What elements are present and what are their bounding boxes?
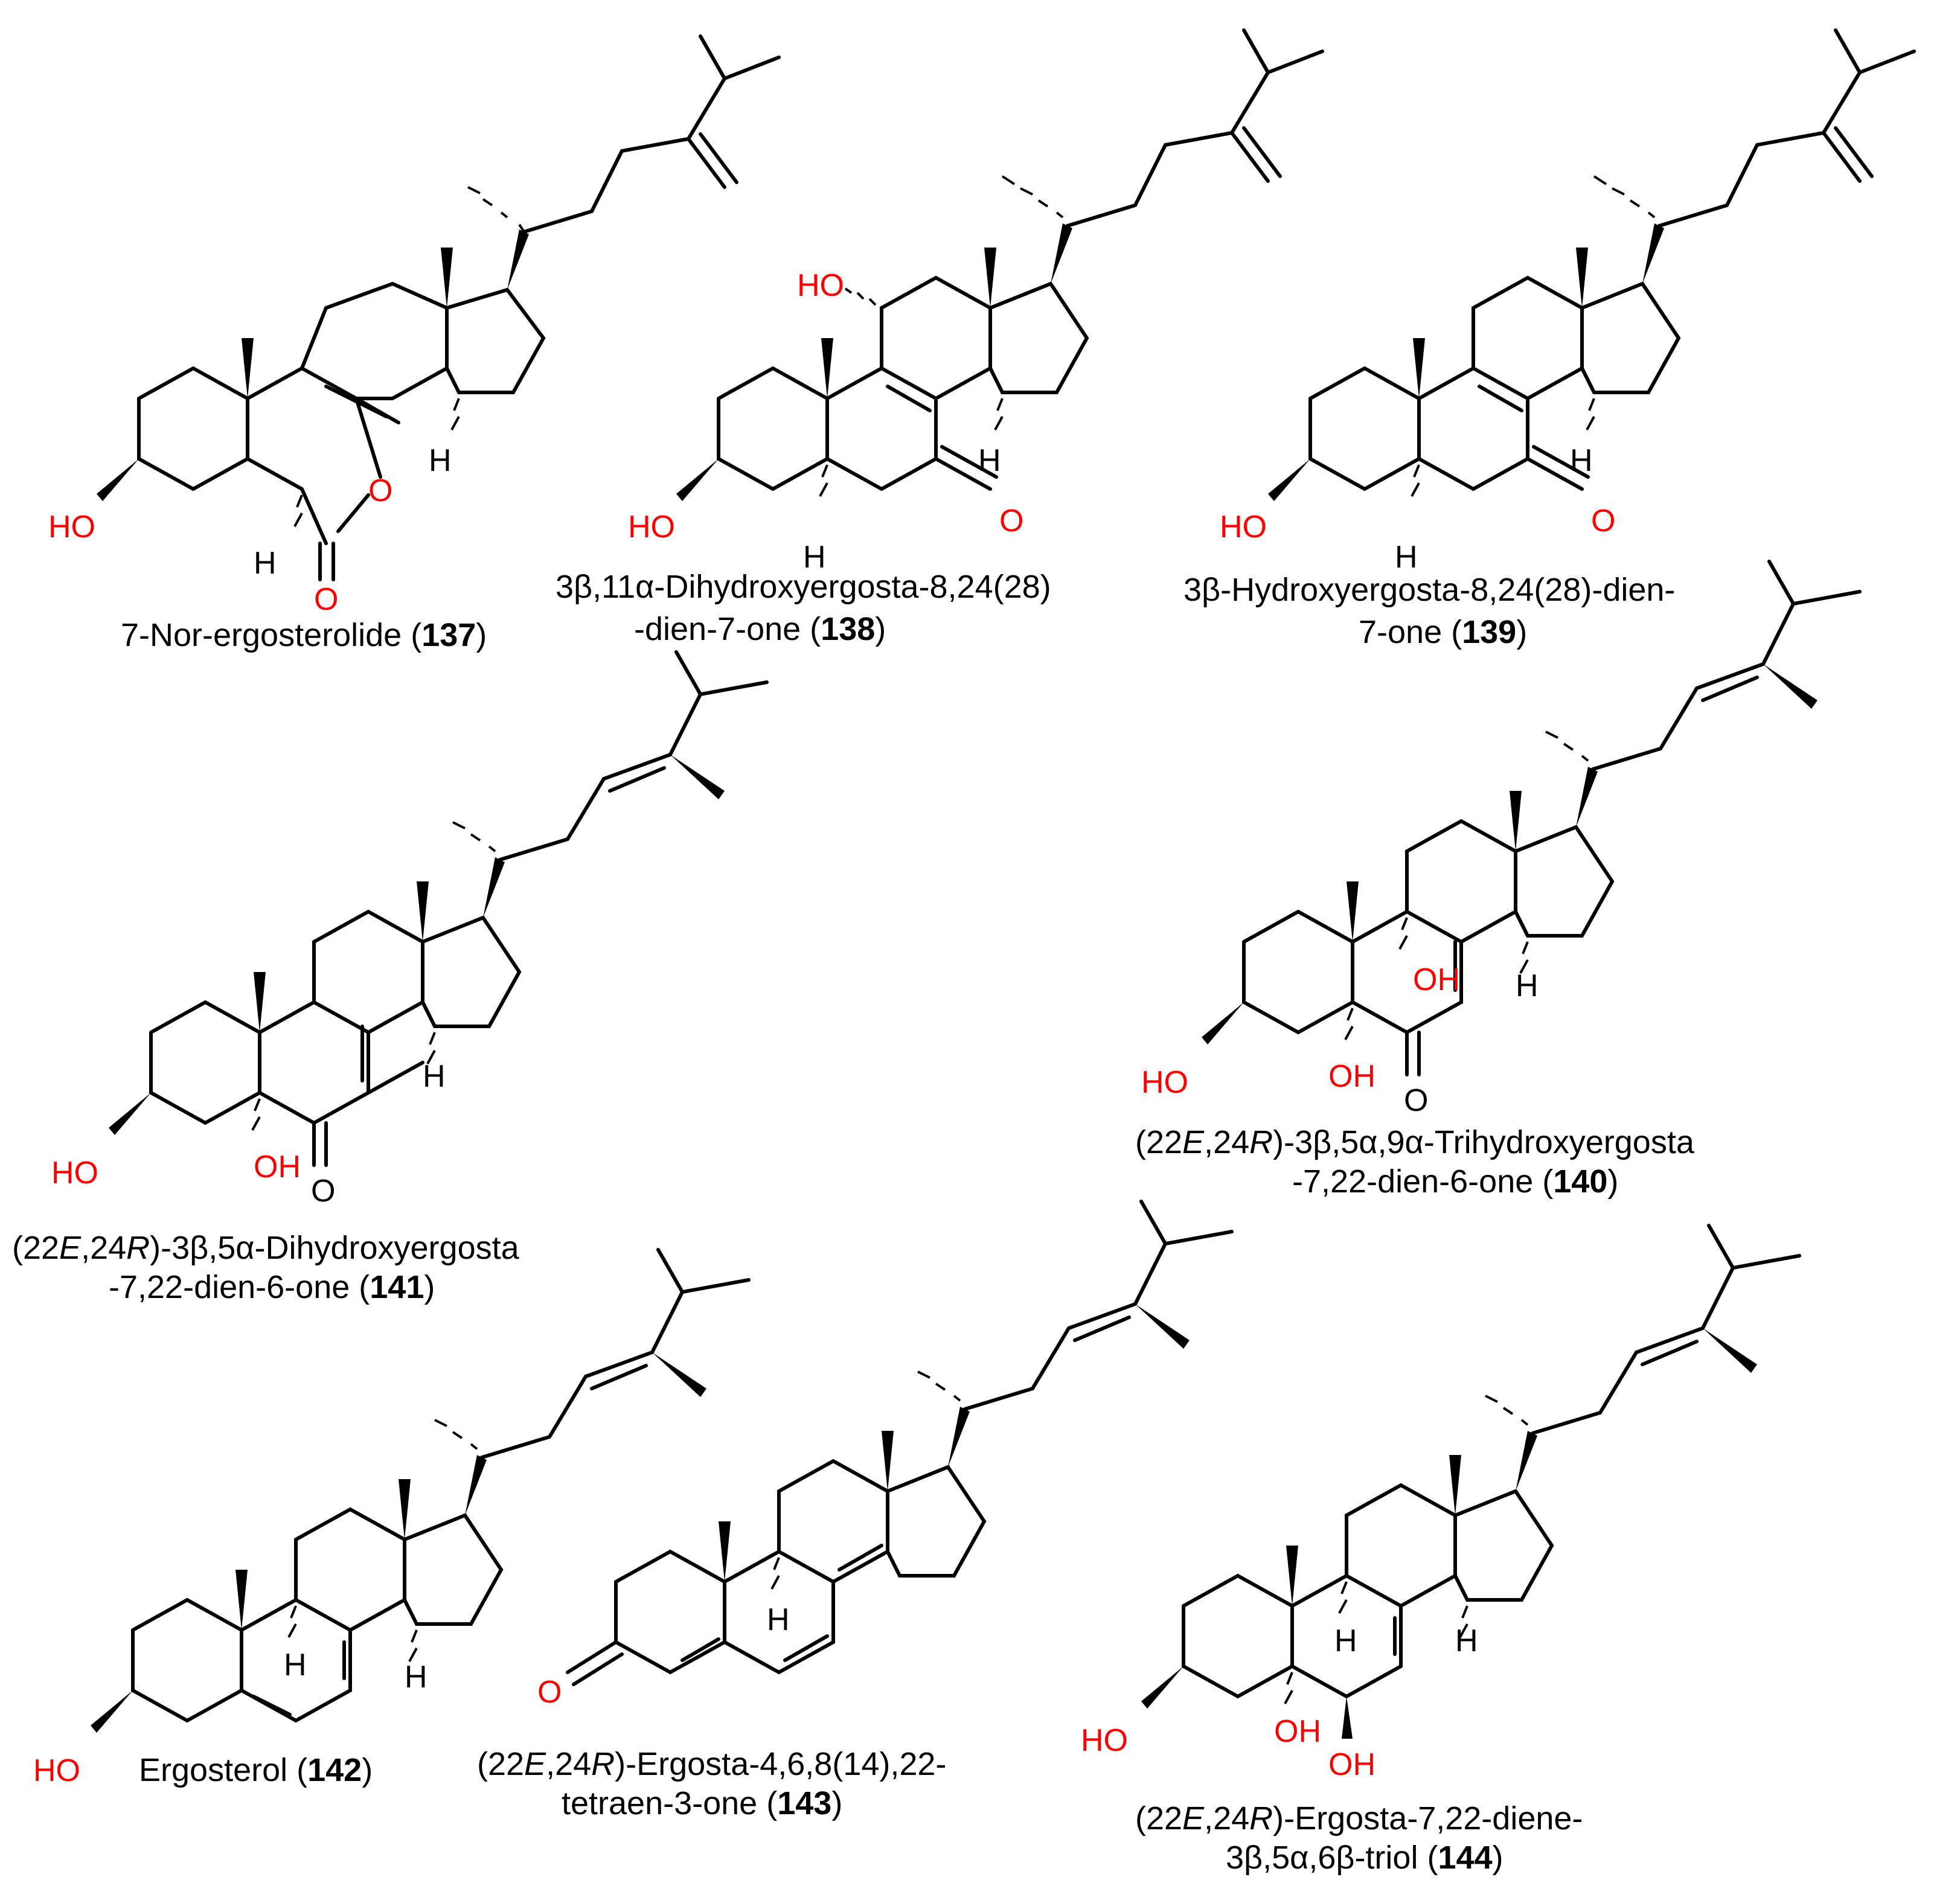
label-ho3-138: HO: [628, 510, 675, 545]
label-h14-144: H: [1455, 1623, 1478, 1658]
label-h14-142: H: [405, 1660, 428, 1695]
structure-144: HO OH OH H H: [1081, 1224, 1801, 1782]
label-h-c14-137: H: [429, 443, 452, 478]
structure-141: HO OH O H: [51, 650, 769, 1209]
caption-143-line1: (22E,24R)-Ergosta-4,6,8(14),22-: [477, 1746, 946, 1782]
caption-138-line1: 3β,11α-Dihydroxyergosta-8,24(28): [556, 569, 1051, 605]
label-h9-144: H: [1334, 1623, 1357, 1658]
label-h14-141: H: [423, 1059, 446, 1094]
structure-140: HO OH OH O H: [1141, 560, 1862, 1118]
label-ho3-139: HO: [1220, 510, 1267, 545]
caption-139-line2: 7-one (139): [1359, 614, 1527, 650]
caption-139-line1: 3β-Hydroxyergosta-8,24(28)-dien-: [1183, 572, 1675, 608]
label-h14-140: H: [1516, 968, 1539, 1003]
label-o3-143: O: [537, 1675, 562, 1710]
label-ho3-141: HO: [51, 1156, 98, 1191]
caption-138-line2: -dien-7-one (138): [634, 611, 886, 647]
label-ho11-138: HO: [797, 268, 844, 303]
label-h-c5-137: H: [254, 546, 277, 581]
structure-139: HO O H H: [1220, 28, 1916, 575]
label-o7-138: O: [999, 504, 1023, 539]
label-h5-139: H: [1395, 540, 1418, 575]
label-oh5-140: OH: [1328, 1059, 1376, 1094]
structure-138: HO HO O H H: [628, 28, 1324, 575]
caption-143-line2: tetraen-3-one (143): [562, 1785, 842, 1821]
label-oh6-144: OH: [1328, 1747, 1376, 1782]
label-carbonyl-o-137: O: [314, 582, 338, 617]
label-ring-o-137: O: [368, 473, 392, 508]
label-ho-137: HO: [48, 510, 95, 545]
structure-137: HO O O H H: [48, 34, 781, 617]
label-h14-139: H: [1570, 443, 1593, 478]
caption-142: Ergosterol (142): [139, 1752, 373, 1788]
label-oh9-140: OH: [1413, 962, 1460, 997]
label-oh5-144: OH: [1274, 1714, 1321, 1749]
label-ho3-142: HO: [33, 1753, 80, 1788]
caption-140-line1: (22E,24R)-3β,5α,9α-Trihydroxyergosta: [1135, 1124, 1695, 1160]
caption-141-line1: (22E,24R)-3β,5α-Dihydroxyergosta: [12, 1230, 520, 1266]
label-h9-142: H: [284, 1648, 307, 1683]
caption-141-line2: -7,22-dien-6-one (141): [109, 1269, 435, 1305]
label-h5-138: H: [803, 540, 826, 575]
label-oh5-141: OH: [254, 1149, 301, 1185]
structure-143: O H: [537, 1200, 1234, 1710]
caption-144-line1: (22E,24R)-Ergosta-7,22-diene-: [1135, 1800, 1583, 1837]
caption-144-line2: 3β,5α,6β-triol (144): [1226, 1840, 1504, 1876]
label-ho3-144: HO: [1081, 1723, 1128, 1758]
caption-140-line2: -7,22-dien-6-one (140): [1292, 1163, 1618, 1200]
label-o7-139: O: [1591, 504, 1615, 539]
label-h9-143: H: [767, 1602, 790, 1637]
label-h14-138: H: [978, 443, 1001, 478]
label-o6-140: O: [1404, 1083, 1428, 1118]
label-ho3-140: HO: [1141, 1065, 1188, 1100]
label-o6-141: O: [311, 1174, 335, 1209]
structure-142: HO H H: [33, 1248, 751, 1788]
caption-137: 7-Nor-ergosterolide (137): [121, 617, 487, 653]
